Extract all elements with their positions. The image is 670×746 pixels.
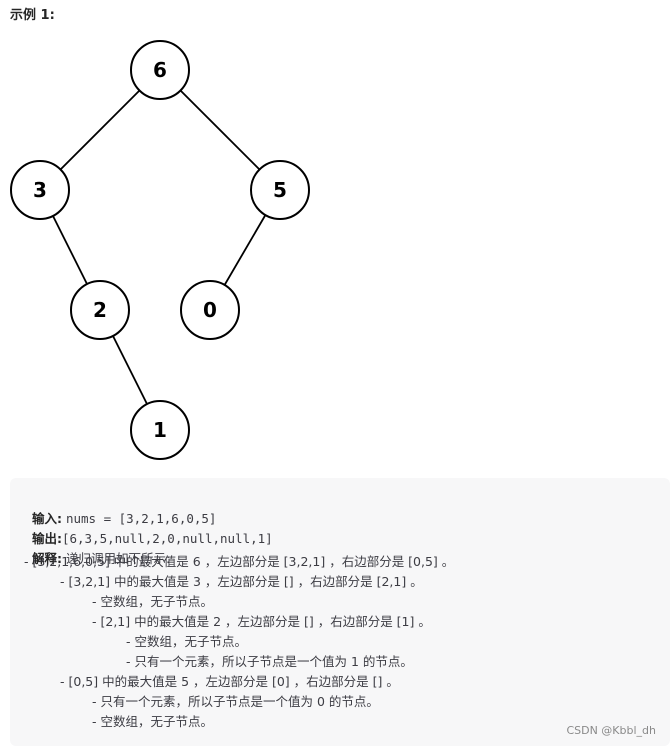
input-value: nums = [3,2,1,6,0,5] [65, 511, 217, 526]
binary-tree-diagram: 6 3 5 2 0 1 [10, 40, 310, 460]
node-label: 0 [203, 298, 217, 322]
explanation-line-2: - [3,2,1] 中的最大值是 3 ，左边部分是 [] ，右边部分是 [2,1… [60, 574, 423, 589]
explanation-line-1: - [3,2,1,6,0,5] 中的最大值是 6 ，左边部分是 [3,2,1] … [24, 554, 455, 569]
tree-node-2: 2 [70, 280, 130, 340]
node-label: 6 [153, 58, 167, 82]
output-label: 输出: [31, 531, 62, 546]
node-label: 5 [273, 178, 287, 202]
explanation-line-8: - 只有一个元素，所以子节点是一个值为 0 的节点。 [92, 694, 379, 709]
explanation-line-5: - 空数组，无子节点。 [126, 634, 247, 649]
example-code-block [10, 478, 670, 746]
explanation-line-9: - 空数组，无子节点。 [92, 714, 213, 729]
explanation-line-3: - 空数组，无子节点。 [92, 594, 213, 609]
node-label: 1 [153, 418, 167, 442]
csdn-watermark: CSDN @Kbbl_dh [566, 724, 656, 737]
explain-label: 解释: [31, 551, 62, 566]
explain-text: 递归调用如下所示: [65, 551, 171, 566]
explain-line: 解释: 递归调用如下所示: [24, 533, 170, 567]
explanation-line-4: - [2,1] 中的最大值是 2 ，左边部分是 [] ，右边部分是 [1] 。 [92, 614, 431, 629]
explanation-line-6: - 只有一个元素，所以子节点是一个值为 1 的节点。 [126, 654, 413, 669]
explanation-line-7: - [0,5] 中的最大值是 5 ，左边部分是 [0] ，右边部分是 [] 。 [60, 674, 399, 689]
input-line: 输入: nums = [3,2,1,6,0,5] [24, 493, 217, 527]
tree-node-1: 1 [130, 400, 190, 460]
output-line: 输出:[6,3,5,null,2,0,null,null,1] [24, 513, 273, 547]
node-label: 2 [93, 298, 107, 322]
example-heading: 示例 1: [10, 8, 55, 23]
tree-node-6: 6 [130, 40, 190, 100]
tree-node-5: 5 [250, 160, 310, 220]
output-value: [6,3,5,null,2,0,null,null,1] [61, 531, 273, 546]
input-label: 输入: [31, 511, 62, 526]
tree-node-3: 3 [10, 160, 70, 220]
tree-node-0: 0 [180, 280, 240, 340]
node-label: 3 [33, 178, 47, 202]
